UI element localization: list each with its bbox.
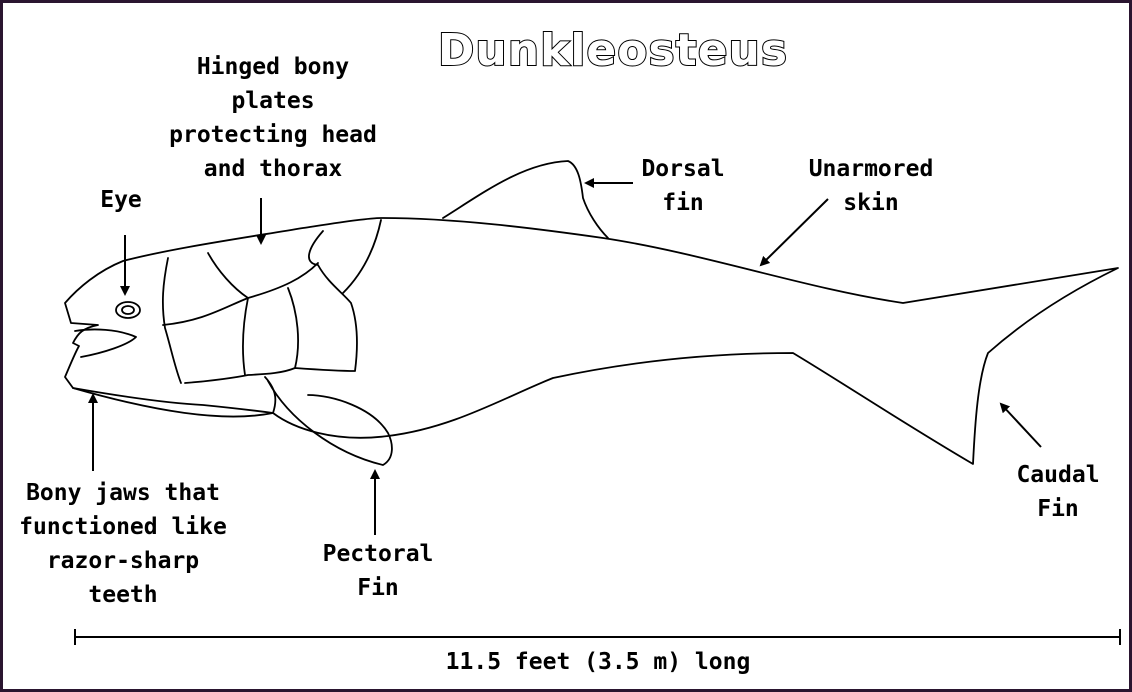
diagram-title: Dunkleosteus xyxy=(438,25,788,76)
dorsal-fin xyxy=(443,161,608,238)
fish-body-outline xyxy=(65,218,1118,464)
mouth-opening xyxy=(75,329,136,357)
eye-label: Eye xyxy=(81,183,161,217)
caudal-pointer xyxy=(1001,404,1041,447)
eye-inner xyxy=(122,306,134,314)
length-scale-bar xyxy=(75,629,1120,645)
length-scale-label: 11.5 feet (3.5 m) long xyxy=(403,645,793,679)
pectoral-fin xyxy=(268,381,392,465)
eye-outer xyxy=(116,302,140,318)
